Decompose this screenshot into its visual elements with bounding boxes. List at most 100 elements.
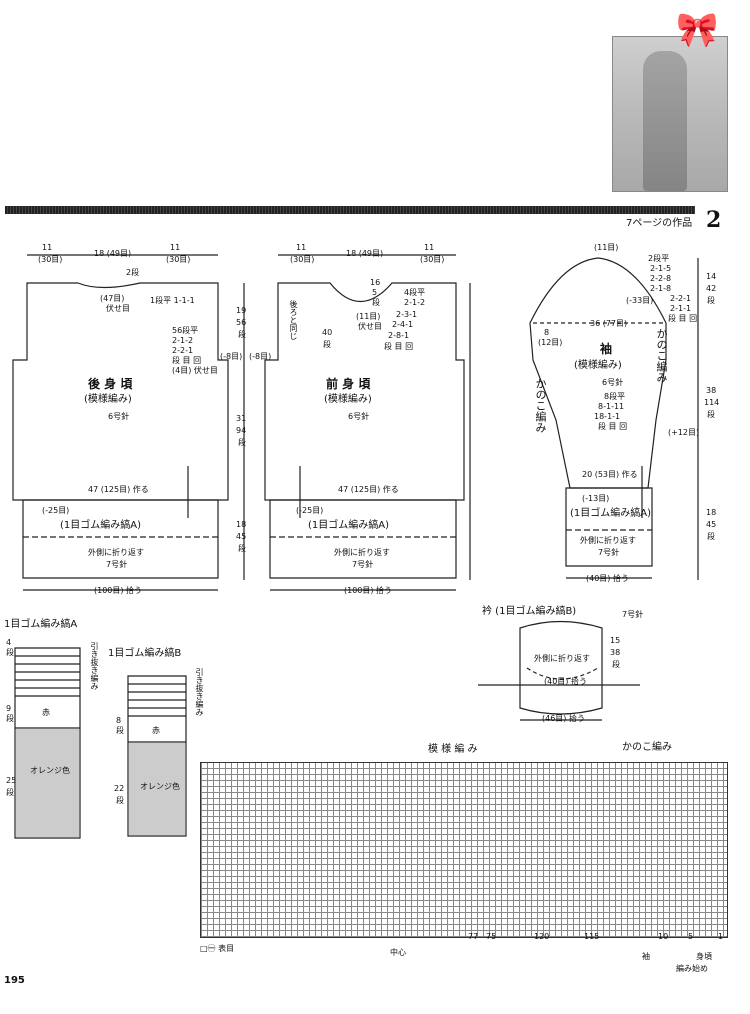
- back-neck-bind: 伏せ目: [106, 304, 130, 313]
- sleeve-top: (11目): [594, 243, 619, 252]
- back-v-top-2: 段: [238, 330, 246, 339]
- collar-needle: 7号針: [622, 610, 644, 619]
- front-ribbing-dec: (-25目): [296, 506, 324, 515]
- rib-a-row-0: 4: [6, 638, 12, 647]
- front-neck-rows-1: 5: [372, 288, 378, 297]
- rib-a-row-2: 9: [6, 704, 12, 713]
- sleeve-v-cap-2: 段: [707, 296, 715, 305]
- sleeve-cap-6: 段 目 回: [668, 314, 698, 323]
- sleeve-pickup: (40目) 拾う: [586, 574, 629, 583]
- back-armhole-3: 段 目 回: [172, 356, 202, 365]
- front-neck-dec-0: 4段平: [404, 288, 426, 297]
- rib-b-red: 赤: [152, 726, 160, 735]
- rib-b-row-1: 段: [116, 726, 124, 735]
- pattern-number: 2: [706, 207, 722, 233]
- rib-b-row-0: 8: [116, 716, 122, 725]
- stitch-chart-grid: [200, 762, 728, 938]
- model-figure: [643, 51, 687, 191]
- back-title: 後 身 頃: [88, 377, 133, 391]
- front-needle: 6号針: [348, 412, 370, 421]
- page-number: 195: [4, 975, 25, 986]
- rib-b-title: 1目ゴム編み縞B: [108, 648, 182, 659]
- front-neck-dec-2: 2-3-1: [396, 310, 418, 319]
- front-neck-count: (11目): [356, 312, 381, 321]
- chart-sleeve: 袖: [642, 952, 650, 961]
- back-neck-dec: 1段平 1-1-1: [150, 296, 195, 305]
- front-pickup: (100目) 拾う: [344, 586, 393, 595]
- back-subtitle: (模様編み): [84, 394, 132, 405]
- back-ribbing-dec: (-25目): [42, 506, 70, 515]
- sleeve-v-rib-0: 18: [706, 508, 717, 517]
- collar-v-0: 15: [610, 636, 621, 645]
- front-right-stitches: (30目): [420, 255, 445, 264]
- chart-col-77: 77: [468, 932, 479, 941]
- sleeve-cap-0: 2段平: [648, 254, 670, 263]
- chart-legend: □ー⃝ 表目: [200, 944, 235, 953]
- garment-photo: [612, 36, 728, 192]
- sleeve-v-body-0: 38: [706, 386, 717, 395]
- back-v-mid-0: 31: [236, 414, 247, 423]
- front-neck-rows-0: 16: [370, 278, 381, 287]
- sleeve-cap-dec2: (-33目): [626, 296, 654, 305]
- title-bar: [5, 206, 695, 214]
- sleeve-inc-3: 段 目 回: [598, 422, 628, 431]
- front-fold-needle: 7号針: [352, 560, 374, 569]
- front-mid-width: 18 (49目): [346, 249, 384, 258]
- chart-col-1: 1: [718, 932, 724, 941]
- rib-b-bindoff: 引き抜き編み: [195, 668, 204, 716]
- sleeve-width: 36 (77目): [590, 319, 628, 328]
- sleeve-subtitle: (模様編み): [574, 360, 622, 371]
- rib-a-orange: オレンジ色: [30, 766, 70, 775]
- back-v-rib-1: 45: [236, 532, 247, 541]
- back-fold-needle: 7号針: [106, 560, 128, 569]
- back-armhole-1: 2-1-2: [172, 336, 194, 345]
- orange-stripe-b: [129, 743, 185, 835]
- back-left-width: 11: [42, 243, 53, 252]
- chart-sleeve-start: 編み始め: [676, 964, 708, 973]
- sleeve-needle: 6号針: [602, 378, 624, 387]
- front-neck-dec-4: 2-8-1: [388, 331, 410, 340]
- sleeve-ribbing-title: (1目ゴム編み縞A): [570, 508, 652, 519]
- front-armhole-side: (-8目): [249, 352, 272, 361]
- back-right-width: 11: [170, 243, 181, 252]
- chart-body: 身頃: [696, 952, 712, 961]
- back-v-top-0: 19: [236, 306, 247, 315]
- sleeve-kanoko-left: かのこ編み: [534, 378, 547, 433]
- chart-col-75: 75: [486, 932, 497, 941]
- rib-a-bindoff: 引き抜き編み: [90, 642, 99, 690]
- rib-b-row-2: 22: [114, 784, 125, 793]
- back-neck-rows: 2段: [126, 268, 140, 277]
- back-cast-on: 47 (125目) 作る: [88, 485, 149, 494]
- back-mid-width: 18 (49目): [94, 249, 132, 258]
- back-armhole-0: 56段平: [172, 326, 199, 335]
- sleeve-side-1: (12目): [538, 338, 563, 347]
- back-armhole-4: (4目) 伏せ目: [172, 366, 218, 375]
- rib-a-row-3: 段: [6, 714, 14, 723]
- sleeve-cap-3: 2-1-8: [650, 284, 672, 293]
- rib-b-row-3: 段: [116, 796, 124, 805]
- back-armhole-side: (-8目): [220, 352, 243, 361]
- sleeve-side-0: 8: [544, 328, 550, 337]
- front-subtitle: (模様編み): [324, 394, 372, 405]
- sleeve-v-cap-1: 42: [706, 284, 717, 293]
- sleeve-inc-1: 8-1-11: [598, 402, 625, 411]
- back-ribbing-title: (1目ゴム編み縞A): [60, 520, 142, 531]
- orange-stripe-a: [16, 729, 79, 837]
- sleeve-cap-1: 2-1-5: [650, 264, 672, 273]
- collar-fold: 外側に折り返す: [534, 654, 590, 663]
- page-ref: 7ページの作品: [626, 218, 693, 229]
- chart-col-120: 120: [534, 932, 550, 941]
- front-neck-bind: 伏せ目: [358, 322, 382, 331]
- collar-v-2: 段: [612, 660, 620, 669]
- chart-col-5: 5: [688, 932, 694, 941]
- front-neck-dec-3: 2-4-1: [392, 320, 414, 329]
- sleeve-cuff-dec: (-13目): [582, 494, 610, 503]
- front-fold: 外側に折り返す: [334, 548, 390, 557]
- chart-pattern-title: 模 様 編 み: [428, 744, 478, 755]
- sleeve-kanoko-right: かのこ編み: [655, 328, 668, 383]
- back-v-top-1: 56: [236, 318, 247, 327]
- ribbon-icon: 🎀: [676, 10, 719, 50]
- front-neck-rows-2: 段: [372, 298, 380, 307]
- sleeve-inc-0: 8段平: [604, 392, 626, 401]
